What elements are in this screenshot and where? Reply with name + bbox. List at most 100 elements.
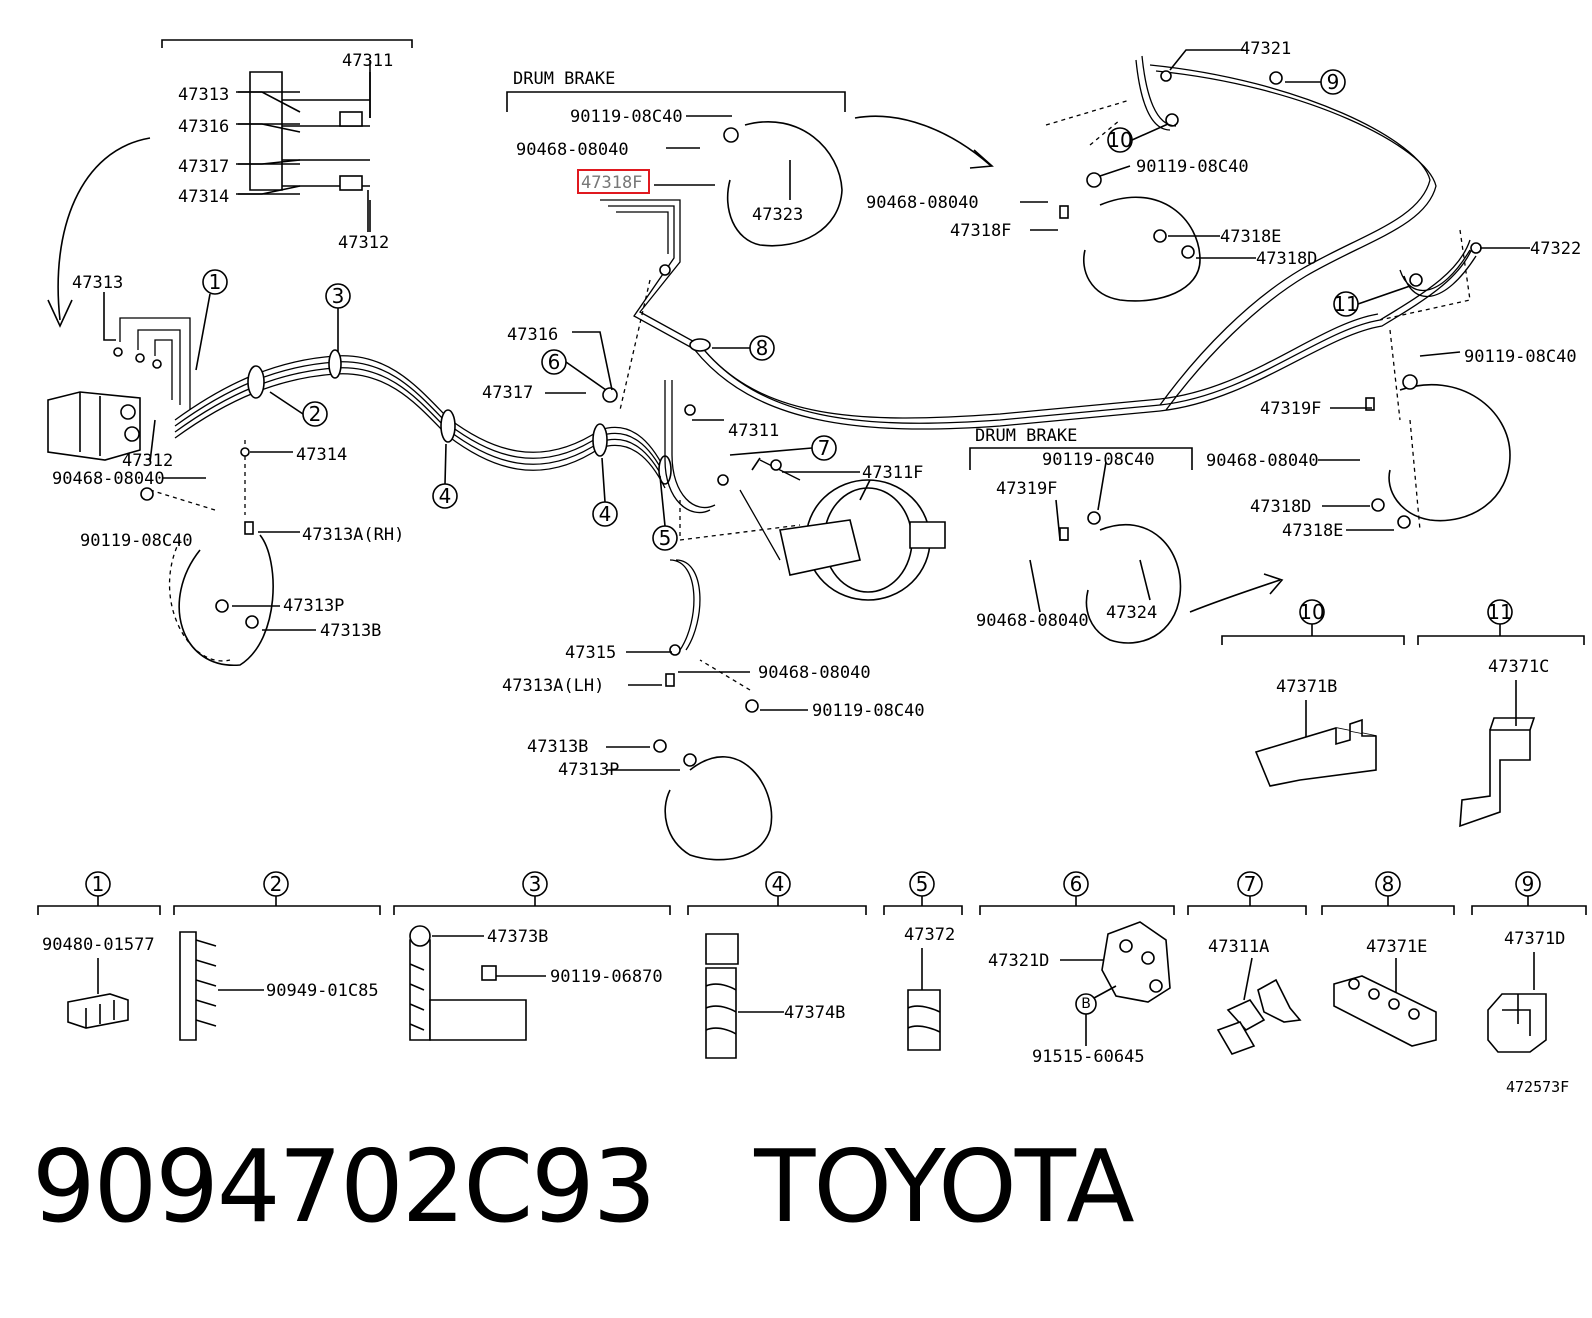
label-47313A-rh: 47313A(RH) [302, 525, 404, 545]
label-90119-drum1: 90119-08C40 [570, 107, 683, 127]
detail-lines [149, 99, 1511, 861]
label-47371E: 47371E [1366, 937, 1427, 957]
label-47319F-drum2: 47319F [996, 479, 1057, 499]
brake-booster [779, 479, 946, 601]
label-47311F: 47311F [862, 463, 923, 483]
label-47371D: 47371D [1504, 929, 1565, 949]
callout-9-upper: 9 [1327, 70, 1340, 94]
label-47311A: 47311A [1208, 937, 1269, 957]
label-47315: 47315 [565, 643, 616, 663]
label-47322: 47322 [1530, 239, 1581, 259]
callout-1-detail: 1 [92, 872, 105, 896]
label-90119-right: 90119-08C40 [1136, 157, 1249, 177]
clamp-details-10-11: 10 11 47371B 47371C [1221, 599, 1585, 828]
label-90468-drum1: 90468-08040 [516, 140, 629, 160]
label-47318F-right: 47318F [950, 221, 1011, 241]
drum-brake-label-top: DRUM BRAKE [513, 69, 615, 89]
callouts-upper: 1 2 3 4 4 5 6 7 8 9 10 11 [195, 69, 1411, 551]
label-47318D-rear-right: 47318D [1250, 497, 1311, 517]
label-47311-mid: 47311 [728, 421, 779, 441]
callout-10-detail: 10 [1299, 600, 1324, 624]
label-90468-rear-right: 90468-08040 [1206, 451, 1319, 471]
label-47324: 47324 [1106, 603, 1157, 623]
label-47314-left: 47314 [296, 445, 347, 465]
callout-4-detail: 4 [772, 872, 785, 896]
callout-8-detail: 8 [1382, 872, 1395, 896]
label-90119-left: 90119-08C40 [80, 531, 193, 551]
callout-3-detail: 3 [529, 872, 542, 896]
brand-name: TOYOTA [754, 1128, 1134, 1245]
label-47316-mid: 47316 [507, 325, 558, 345]
label-91515-60645: 91515-60645 [1032, 1047, 1145, 1067]
label-90480-01577: 90480-01577 [42, 935, 155, 955]
label-47371B: 47371B [1276, 677, 1337, 697]
label-47313-top: 47313 [178, 85, 229, 105]
label-90468-right: 90468-08040 [866, 193, 979, 213]
label-90119-drum2: 90119-08C40 [1042, 450, 1155, 470]
label-47313P-left: 47313P [283, 596, 344, 616]
callout-9-detail: 9 [1522, 872, 1535, 896]
label-47373B: 47373B [487, 927, 548, 947]
label-90468-drum2: 90468-08040 [976, 611, 1089, 631]
label-47318E-rear-right: 47318E [1282, 521, 1343, 541]
label-47318E-right: 47318E [1220, 227, 1281, 247]
callout-6-detail: 6 [1070, 872, 1083, 896]
callout-5-detail: 5 [916, 872, 929, 896]
callout-8-upper: 8 [756, 336, 769, 360]
callout-4a-upper: 4 [439, 484, 452, 508]
label-47312-top: 47312 [338, 233, 389, 253]
label-47316-top: 47316 [178, 117, 229, 137]
label-47313B-left: 47313B [320, 621, 381, 641]
master-cylinder-detail [47, 39, 413, 328]
leader-lines [103, 49, 1530, 771]
diagram-reference-code: 472573F [1506, 1078, 1569, 1096]
label-47372: 47372 [904, 925, 955, 945]
label-90949-01C85: 90949-01C85 [266, 981, 379, 1001]
label-47311-top: 47311 [342, 51, 393, 71]
section-brackets [506, 91, 1193, 470]
label-47374B: 47374B [784, 1003, 845, 1023]
callout-7-upper: 7 [818, 436, 831, 460]
callout-4b-upper: 4 [599, 502, 612, 526]
part-labels: 47311 47313 47316 47317 47314 47312 4731… [52, 39, 1581, 780]
label-47321: 47321 [1240, 39, 1291, 59]
callout-7-detail: 7 [1244, 872, 1257, 896]
abs-actuator [47, 391, 141, 461]
callout-11-detail: 11 [1487, 600, 1512, 624]
label-47314-top: 47314 [178, 187, 229, 207]
footer-caption: 9094702C93 TOYOTA [32, 1128, 1203, 1245]
callout-1-upper: 1 [209, 270, 222, 294]
callout-11-upper: 11 [1333, 292, 1358, 316]
callout-2-detail: 2 [270, 872, 283, 896]
label-90468-lh: 90468-08040 [758, 663, 871, 683]
part-number: 9094702C93 [32, 1128, 656, 1245]
label-47323: 47323 [752, 205, 803, 225]
label-47313B-lh: 47313B [527, 737, 588, 757]
label-47317-mid: 47317 [482, 383, 533, 403]
callout-6-upper: 6 [548, 350, 561, 374]
label-47318F-drum1-highlighted: 47318F [581, 173, 642, 193]
label-90119-06870: 90119-06870 [550, 967, 663, 987]
bottom-parts-row: 1 90480-01577 2 90949-01C85 3 47373B 901… [37, 871, 1587, 1096]
label-47317-top: 47317 [178, 157, 229, 177]
label-47318D-right: 47318D [1256, 249, 1317, 269]
label-47312-left: 47312 [122, 451, 173, 471]
label-47313-left: 47313 [72, 273, 123, 293]
label-47313P-lh: 47313P [558, 760, 619, 780]
callout-10-upper: 10 [1107, 128, 1132, 152]
fittings [113, 70, 1482, 767]
label-47371C: 47371C [1488, 657, 1549, 677]
label-47321D: 47321D [988, 951, 1049, 971]
drum-brake-label-mid: DRUM BRAKE [975, 426, 1077, 446]
callout-3-upper: 3 [332, 284, 345, 308]
label-47313A-lh: 47313A(LH) [502, 676, 604, 696]
callout-B: B [1081, 996, 1091, 1012]
label-47319F-rear-right: 47319F [1260, 399, 1321, 419]
label-90119-rear-right: 90119-08C40 [1464, 347, 1577, 367]
callout-2-upper: 2 [309, 402, 322, 426]
highlight-box [577, 169, 650, 194]
label-90468-left: 90468-08040 [52, 469, 165, 489]
callout-5-upper: 5 [659, 526, 672, 550]
label-90119-lh: 90119-08C40 [812, 701, 925, 721]
